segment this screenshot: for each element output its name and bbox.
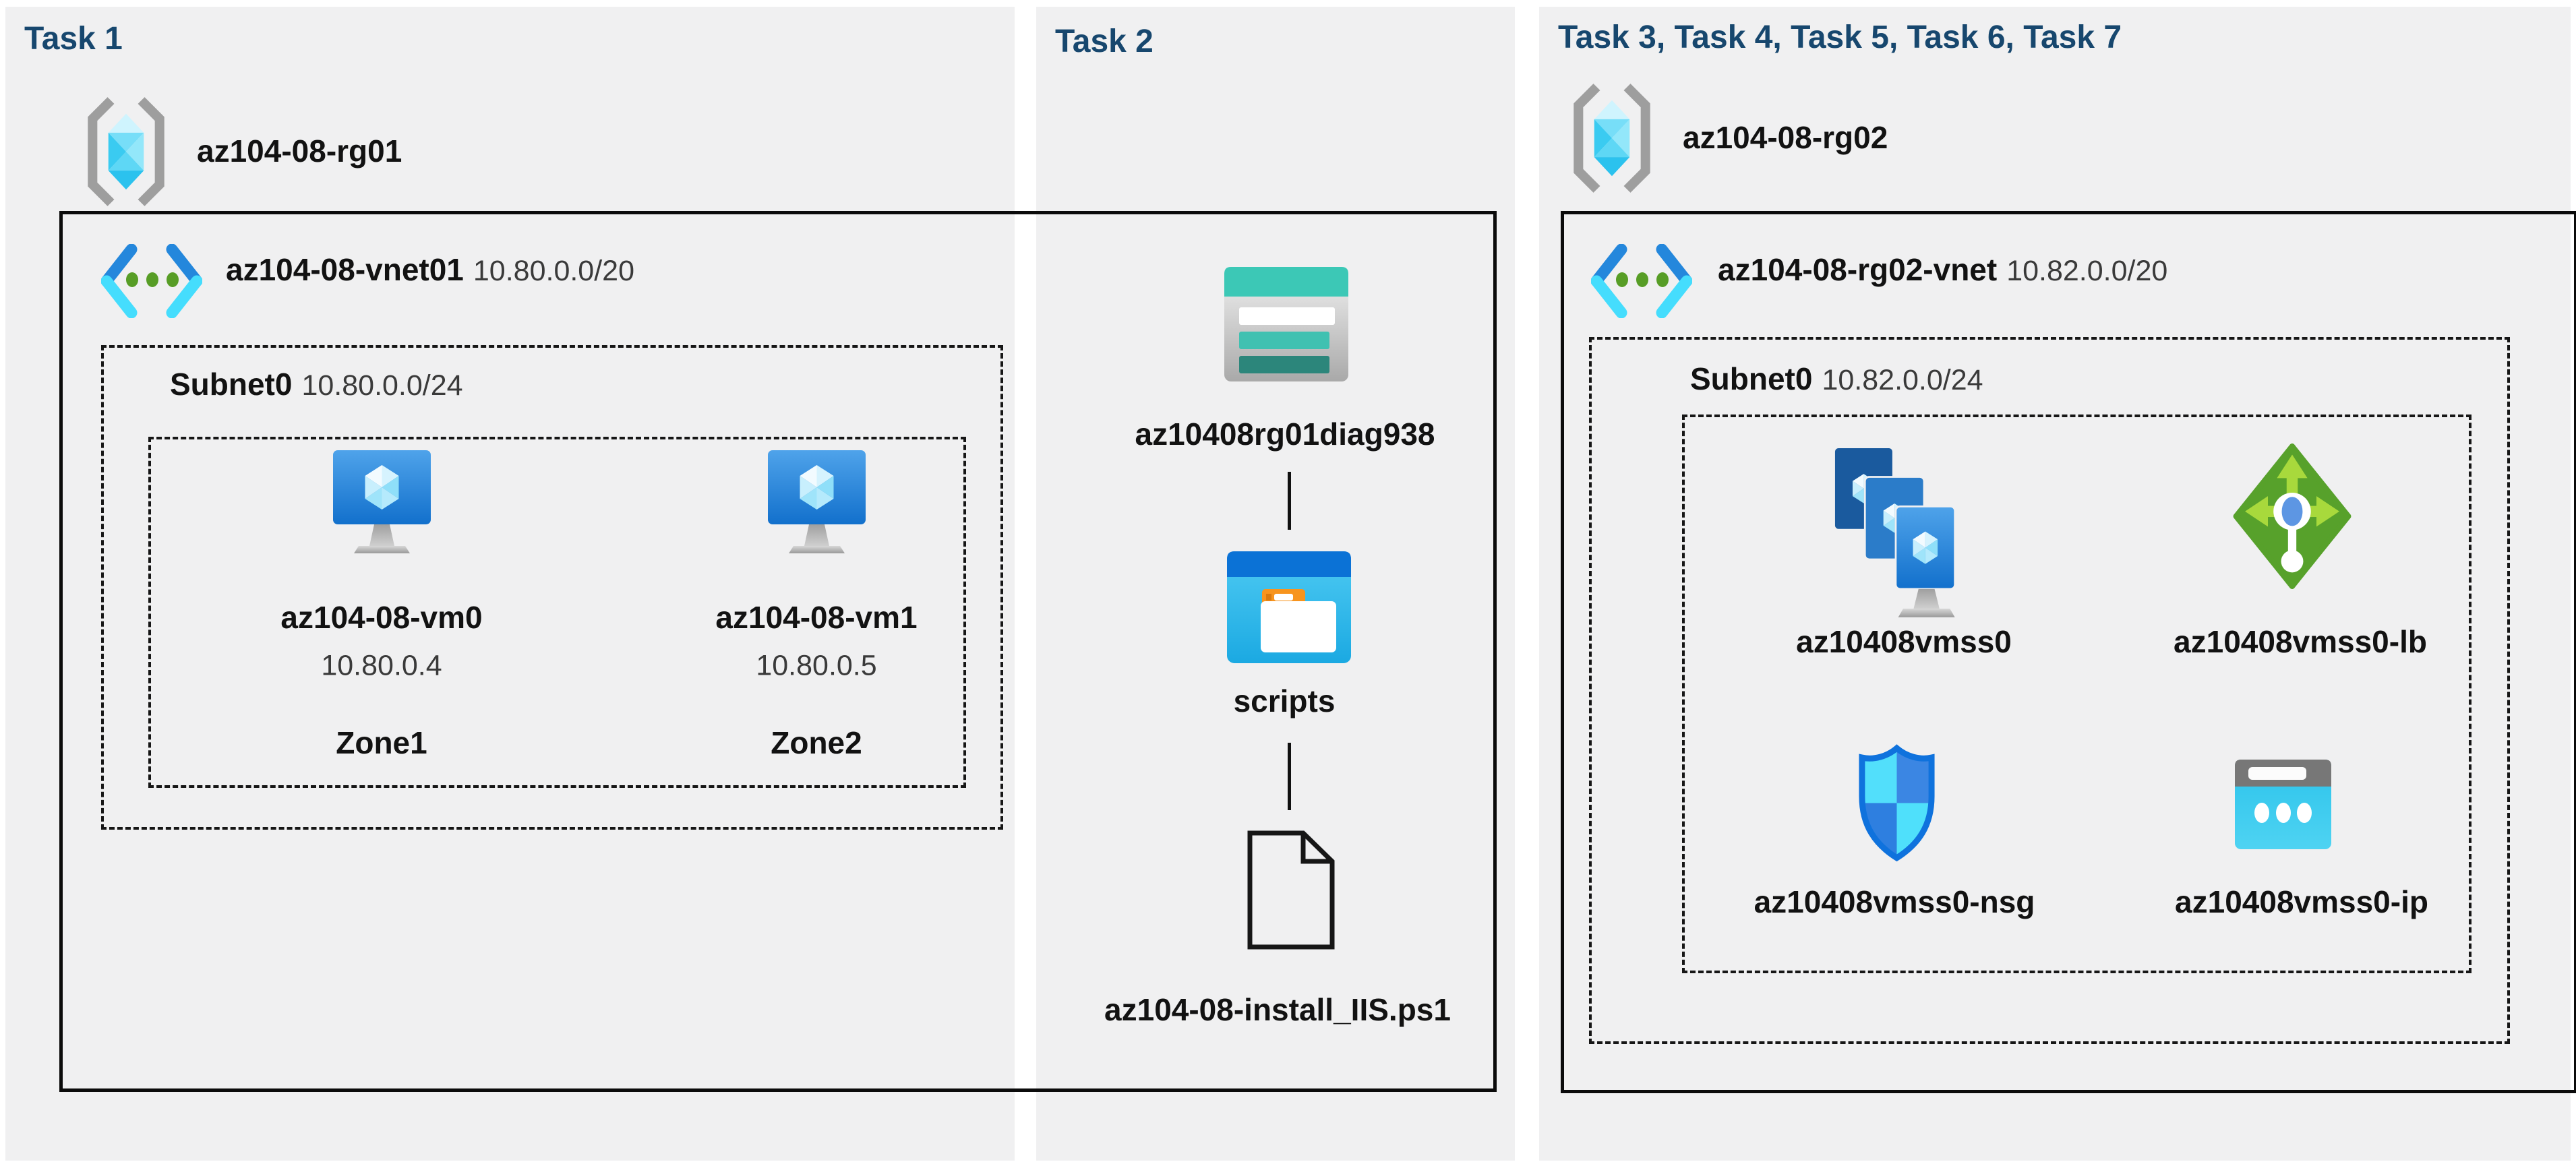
- virtual-machine-icon: [768, 450, 866, 553]
- task1-panel: [5, 7, 1015, 1161]
- task2-title: Task 2: [1055, 24, 1154, 59]
- task3-resource-group-boundary: [1682, 415, 2472, 973]
- task3-vnet-boundary: [1561, 211, 2576, 1093]
- task1-vnet-boundary: [59, 211, 1497, 1092]
- task1-vm-group-boundary: [148, 437, 966, 788]
- container-label: scripts: [1233, 683, 1336, 718]
- storage-account-icon: [1224, 267, 1348, 381]
- connector-line: [1288, 472, 1291, 530]
- network-security-group-icon: [1859, 744, 1935, 862]
- task3-title: Task 3, Task 4, Task 5, Task 6, Task 7: [1558, 20, 2122, 55]
- resource-group-label: az104-08-rg02: [1683, 120, 1888, 155]
- task3-subnet-boundary: [1589, 337, 2510, 1044]
- connector-line: [1288, 743, 1291, 810]
- script-file-icon: [1247, 830, 1335, 950]
- vm0-zone: Zone1: [336, 725, 427, 760]
- vmss-label: az10408vmss0: [1796, 624, 2012, 659]
- vm1-ip: 10.80.0.5: [756, 649, 877, 682]
- task3-panel: [1539, 7, 2571, 1161]
- task1-subnet-boundary: [101, 345, 1003, 830]
- resource-group-label: az104-08-rg01: [197, 133, 402, 168]
- vm1-label: az104-08-vm1: [715, 600, 918, 635]
- virtual-network-icon: [101, 244, 202, 318]
- public-ip-icon: [2235, 760, 2331, 849]
- vm0-ip: 10.80.0.4: [321, 649, 442, 682]
- script-file-label: az104-08-install_IIS.ps1: [1104, 992, 1451, 1027]
- vm-scale-set-icon: [1833, 446, 1956, 617]
- virtual-network-icon: [1591, 244, 1692, 318]
- load-balancer-label: az10408vmss0-lb: [2174, 624, 2427, 659]
- load-balancer-icon: [2233, 443, 2352, 589]
- blob-container-icon: [1227, 551, 1351, 663]
- storage-account-label: az10408rg01diag938: [1135, 417, 1435, 452]
- nsg-label: az10408vmss0-nsg: [1754, 884, 2035, 919]
- vm0-label: az104-08-vm0: [280, 600, 483, 635]
- vm1-zone: Zone2: [771, 725, 862, 760]
- resource-group-icon: [88, 97, 164, 206]
- public-ip-label: az10408vmss0-ip: [2175, 884, 2428, 919]
- task1-title: Task 1: [24, 21, 123, 57]
- resource-group-icon: [1574, 84, 1650, 193]
- virtual-machine-icon: [333, 450, 431, 553]
